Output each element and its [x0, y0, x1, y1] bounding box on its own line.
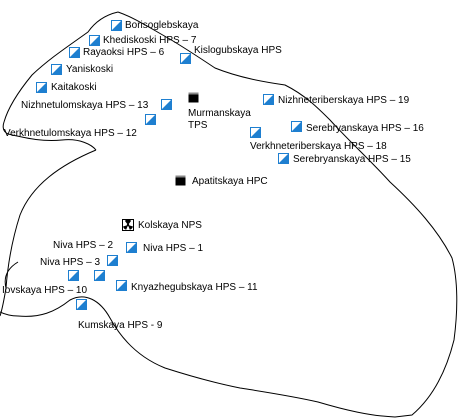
label-knyazhegubskaya: Knyazhegubskaya HPS – 11 — [131, 282, 258, 293]
label-niva-3: Niva HPS – 3 — [40, 257, 101, 268]
label-kumskaya: Kumskaya HPS - 9 — [78, 320, 163, 331]
thermal-plant-icon — [188, 92, 199, 103]
hydro-plant-icon — [76, 299, 87, 310]
label-nizhnetulomskaya: Nizhnetulomskaya HPS – 13 — [21, 100, 149, 111]
hydro-plant-icon — [145, 114, 156, 125]
label-niva-2: Niva HPS – 2 — [53, 240, 114, 251]
hydro-plant-icon — [94, 270, 105, 281]
label-murmanskaya: Murmanskaya — [188, 108, 251, 119]
label-tps: TPS — [188, 120, 208, 131]
label-rayaoksi: Rayaoksi HPS – 6 — [83, 47, 165, 58]
label-serebryanskaya-15: Serebryanskaya HPS – 15 — [293, 154, 411, 165]
label-kaitakoski: Kaitakoski — [51, 82, 97, 93]
thermal-plant-icon — [175, 175, 186, 186]
hydro-plant-icon — [69, 47, 80, 58]
hydro-plant-icon — [180, 53, 191, 64]
label-niva-1: Niva HPS – 1 — [143, 243, 204, 254]
label-serebryanskaya-16: Serebryanskaya HPS – 16 — [306, 123, 424, 134]
label-khediskoski: Khediskoski HPS – 7 — [103, 35, 197, 46]
label-borisoglebskaya: Borisoglebskaya — [125, 20, 199, 31]
hydro-plant-icon — [291, 121, 302, 132]
label-yaniskoski: Yaniskoski — [66, 64, 114, 75]
label-kolskaya: Kolskaya NPS — [138, 220, 202, 231]
hydro-plant-icon — [263, 94, 274, 105]
hydro-plant-icon — [116, 280, 127, 291]
label-iovskaya: Iovskaya HPS – 10 — [2, 285, 88, 296]
hydro-plant-icon — [89, 35, 100, 46]
hydro-plant-icon — [68, 270, 79, 281]
nuclear-plant-icon — [122, 219, 134, 231]
hydro-plant-icon — [36, 82, 47, 93]
coastline — [0, 11, 458, 418]
label-verkhneteriberskaya: Verkhneteriberskaya HPS – 18 — [250, 141, 387, 152]
label-verkhnetulomskaya: Verkhnetulomskaya HPS – 12 — [4, 128, 137, 139]
hydro-plant-icon — [278, 153, 289, 164]
hydro-plant-icon — [161, 99, 172, 110]
hydro-plant-icon — [111, 20, 122, 31]
hydro-plant-icon — [51, 64, 62, 75]
label-kislogubskaya: Kislogubskaya HPS — [194, 45, 282, 56]
hydro-plant-icon — [107, 255, 118, 266]
hydro-plant-icon — [126, 242, 137, 253]
label-apatitskaya: Apatitskaya HPC — [192, 176, 268, 187]
hydro-plant-icon — [250, 127, 261, 138]
label-nizhneteriberskaya: Nizhneteriberskaya HPS – 19 — [278, 95, 410, 106]
